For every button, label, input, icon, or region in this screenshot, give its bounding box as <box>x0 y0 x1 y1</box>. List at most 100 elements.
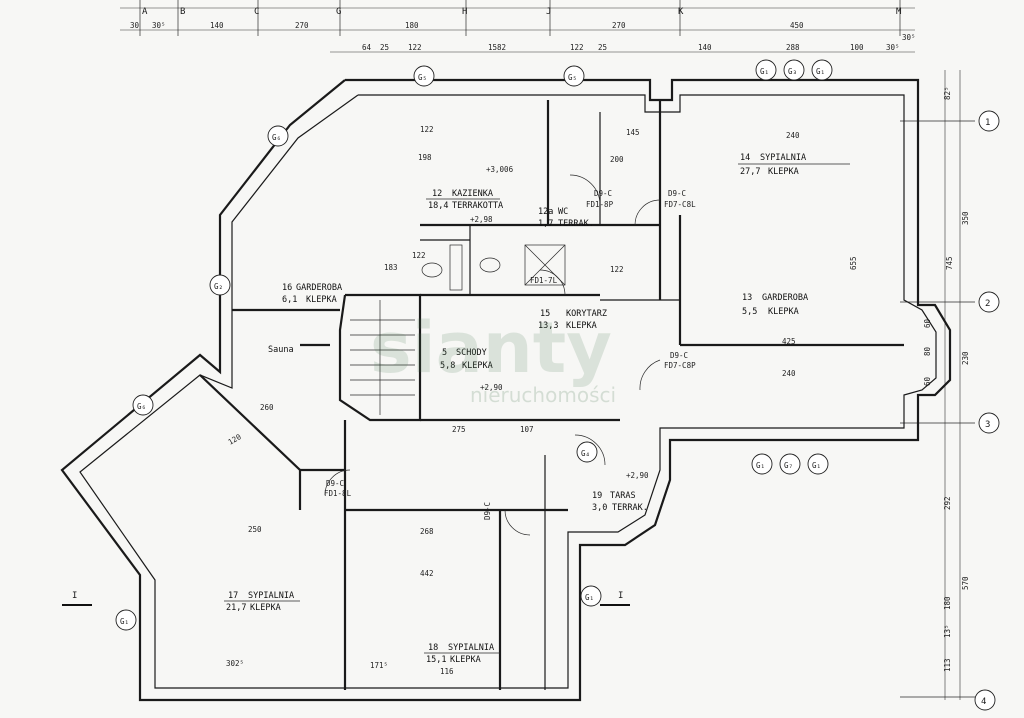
room-18: 18 SYPIALNIA 15,1 KLEPKA <box>424 643 500 665</box>
svg-text:FD7-C8P: FD7-C8P <box>664 361 696 370</box>
grid-label-right: 2 <box>985 299 990 309</box>
section-mark: I I <box>62 591 630 606</box>
room-labels: 12 KAZIENKA 18,4 TERRAKOTTA 12a WC 1,7 T… <box>224 153 850 665</box>
dim-label: 1582 <box>488 43 506 52</box>
marker-circle <box>580 585 602 607</box>
svg-text:FD1-8L: FD1-8L <box>324 489 352 498</box>
svg-text:18: 18 <box>428 643 438 653</box>
room-14: 14 SYPIALNIA 27,7 KLEPKA <box>738 153 850 177</box>
dim-label: 100 <box>850 43 864 52</box>
marker-label: G₅ <box>568 73 577 82</box>
svg-text:200: 200 <box>610 155 624 164</box>
svg-text:TERRAK.: TERRAK. <box>612 503 648 513</box>
grid-label-right: 4 <box>981 697 986 707</box>
dim-label: 230 <box>961 351 970 365</box>
marker-circle <box>132 394 154 416</box>
svg-text:D9-C: D9-C <box>483 502 492 520</box>
right-grid-axis: 1 2 3 4 82⁵ 350 745 60 80 60 230 292 570… <box>900 70 1000 711</box>
top-grid-axis: A B C G H J K M 30 30⁵ 140 270 180 270 4… <box>120 0 916 53</box>
dim-label: 60 <box>923 376 932 386</box>
svg-text:116: 116 <box>440 667 454 676</box>
grid-label-top: G <box>336 7 341 17</box>
svg-text:14: 14 <box>740 153 750 163</box>
svg-text:260: 260 <box>260 403 274 412</box>
svg-text:13,3: 13,3 <box>538 321 558 331</box>
marker-label: G₆ <box>137 402 146 411</box>
room-19: 19 TARAS 3,0 TERRAK. <box>592 491 648 513</box>
svg-text:TARAS: TARAS <box>610 491 636 501</box>
svg-text:120: 120 <box>227 432 244 447</box>
svg-text:sianty: sianty <box>370 307 612 389</box>
inner-dimensions: 122 198 +3,006 +2,98 240 200 145 122 183… <box>226 125 858 676</box>
svg-text:FD1-8P: FD1-8P <box>586 200 614 209</box>
svg-text:+2,90: +2,90 <box>626 471 649 480</box>
svg-text:KORYTARZ: KORYTARZ <box>566 309 607 319</box>
svg-text:WC: WC <box>558 207 568 217</box>
marker-label: G₁ <box>756 461 765 470</box>
svg-text:442: 442 <box>420 569 434 578</box>
svg-text:D9-C: D9-C <box>326 479 344 488</box>
dim-label: 25 <box>598 43 607 52</box>
svg-text:GARDEROBA: GARDEROBA <box>762 293 808 303</box>
svg-text:SYPIALNIA: SYPIALNIA <box>448 643 494 653</box>
dim-label: 113 <box>943 658 952 672</box>
dim-label: 30⁵ <box>886 43 900 52</box>
marker-circle <box>807 453 829 475</box>
marker-circle <box>576 441 598 463</box>
svg-text:SCHODY: SCHODY <box>456 348 487 358</box>
marker-label: G₂ <box>214 282 223 291</box>
room-5: 5 SCHODY 5,8 KLEPKA <box>440 348 493 371</box>
svg-text:FD7-C8L: FD7-C8L <box>664 200 696 209</box>
dim-label: 270 <box>612 21 626 30</box>
svg-text:KAZIENKA: KAZIENKA <box>452 189 493 199</box>
marker-label: G₁ <box>120 617 129 626</box>
svg-text:1,7: 1,7 <box>538 219 553 229</box>
svg-text:425: 425 <box>782 337 796 346</box>
dim-label: 140 <box>698 43 712 52</box>
marker-label: G₆ <box>272 133 281 142</box>
section-label: I <box>72 591 77 601</box>
svg-text:15: 15 <box>540 309 550 319</box>
marker-label: G₁ <box>585 593 594 602</box>
grid-label-right: 1 <box>985 118 990 128</box>
svg-text:655: 655 <box>849 256 858 270</box>
svg-text:D9-C: D9-C <box>594 189 612 198</box>
dim-label: 570 <box>961 576 970 590</box>
marker-circle <box>209 274 231 296</box>
room-16: 16 GARDEROBA 6,1 KLEPKA <box>282 283 342 305</box>
building-outline <box>60 78 952 702</box>
svg-text:5,5: 5,5 <box>742 307 757 317</box>
svg-text:122: 122 <box>610 265 624 274</box>
marker-label: G₁ <box>760 67 769 76</box>
svg-text:27,7: 27,7 <box>740 167 760 177</box>
svg-text:KLEPKA: KLEPKA <box>306 295 337 305</box>
dim-label: 450 <box>790 21 804 30</box>
marker-circle <box>751 453 773 475</box>
svg-text:275: 275 <box>452 425 466 434</box>
svg-text:12: 12 <box>432 189 442 199</box>
svg-text:302⁵: 302⁵ <box>226 659 244 668</box>
dim-label: 64 <box>362 43 372 52</box>
svg-text:13: 13 <box>742 293 752 303</box>
grid-label-top: C <box>254 7 259 17</box>
room-12a: 12a WC 1,7 TERRAK. <box>538 207 594 229</box>
dim-label: 60 <box>923 318 932 328</box>
svg-text:3,0: 3,0 <box>592 503 607 513</box>
room-sauna: Sauna <box>268 345 294 355</box>
dim-label: 270 <box>295 21 309 30</box>
door-codes: D9-C FD1-8P D9-C FD7-C8L FD1-7L D9-C FD7… <box>324 189 696 520</box>
grid-marker-4 <box>974 689 996 711</box>
svg-text:122: 122 <box>420 125 434 134</box>
marker-circle <box>811 59 833 81</box>
dim-label: 82⁵ <box>943 86 952 100</box>
svg-text:268: 268 <box>420 527 434 536</box>
marker-label: G₁ <box>812 461 821 470</box>
svg-text:16: 16 <box>282 283 292 293</box>
grid-marker-1 <box>978 110 1000 132</box>
svg-text:17: 17 <box>228 591 238 601</box>
svg-text:240: 240 <box>786 131 800 140</box>
svg-text:+3,006: +3,006 <box>486 165 514 174</box>
svg-text:FD1-7L: FD1-7L <box>530 276 558 285</box>
marker-label: G₇ <box>784 461 793 470</box>
